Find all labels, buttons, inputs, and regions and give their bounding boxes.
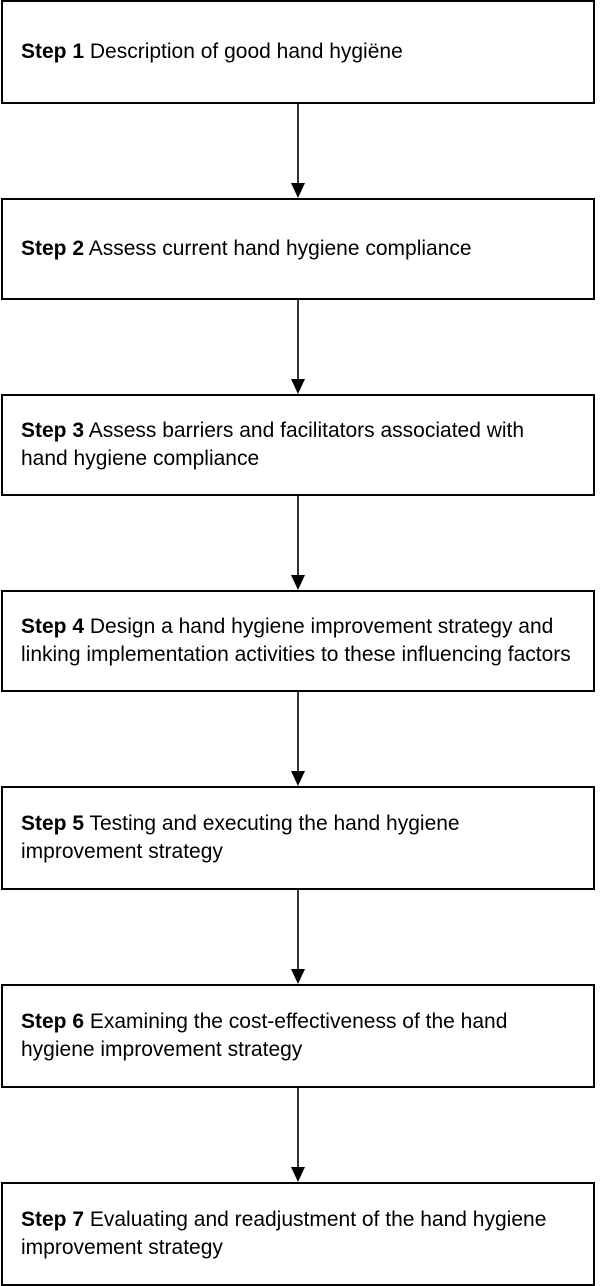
step-7-text: Step 7 Evaluating and readjustment of th… xyxy=(21,1206,575,1262)
step-3-label: Step 3 xyxy=(21,419,85,442)
step-4-label: Step 4 xyxy=(21,615,85,638)
arrow-down-icon xyxy=(291,1088,305,1182)
step-5-label: Step 5 xyxy=(21,812,85,835)
arrow-1-to-2 xyxy=(288,104,308,198)
step-1-box: Step 1 Description of good hand hygiëne xyxy=(1,0,595,104)
step-6-box: Step 6 Examining the cost-effectiveness … xyxy=(1,984,595,1088)
step-2-description: Assess current hand hygiene compliance xyxy=(88,237,472,260)
arrow-5-to-6 xyxy=(288,890,308,984)
step-4-description: Design a hand hygiene improvement strate… xyxy=(21,615,571,666)
arrow-down-icon xyxy=(291,890,305,984)
step-3-box: Step 3 Assess barriers and facilitators … xyxy=(1,394,595,496)
arrow-down-icon xyxy=(291,300,305,394)
step-4-box: Step 4 Design a hand hygiene improvement… xyxy=(1,590,595,692)
arrow-down-icon xyxy=(291,496,305,590)
arrow-3-to-4 xyxy=(288,496,308,590)
step-1-text: Step 1 Description of good hand hygiëne xyxy=(21,38,403,66)
step-5-box: Step 5 Testing and executing the hand hy… xyxy=(1,786,595,890)
arrow-down-icon xyxy=(291,104,305,198)
step-5-text: Step 5 Testing and executing the hand hy… xyxy=(21,810,575,866)
step-1-label: Step 1 xyxy=(21,40,85,63)
arrow-2-to-3 xyxy=(288,300,308,394)
step-7-box: Step 7 Evaluating and readjustment of th… xyxy=(1,1182,595,1286)
step-3-text: Step 3 Assess barriers and facilitators … xyxy=(21,417,575,473)
step-7-label: Step 7 xyxy=(21,1208,85,1231)
step-2-label: Step 2 xyxy=(21,237,85,260)
arrow-down-icon xyxy=(291,692,305,786)
step-6-label: Step 6 xyxy=(21,1010,85,1033)
arrow-6-to-7 xyxy=(288,1088,308,1182)
step-6-text: Step 6 Examining the cost-effectiveness … xyxy=(21,1008,575,1064)
arrow-4-to-5 xyxy=(288,692,308,786)
step-1-description: Description of good hand hygiëne xyxy=(89,40,403,63)
step-2-box: Step 2 Assess current hand hygiene compl… xyxy=(1,198,595,300)
step-3-description: Assess barriers and facilitators associa… xyxy=(21,419,525,470)
step-4-text: Step 4 Design a hand hygiene improvement… xyxy=(21,613,575,669)
step-7-description: Evaluating and readjustment of the hand … xyxy=(21,1208,547,1259)
step-6-description: Examining the cost-effectiveness of the … xyxy=(21,1010,508,1061)
step-5-description: Testing and executing the hand hygiene i… xyxy=(21,812,460,863)
step-2-text: Step 2 Assess current hand hygiene compl… xyxy=(21,235,472,263)
